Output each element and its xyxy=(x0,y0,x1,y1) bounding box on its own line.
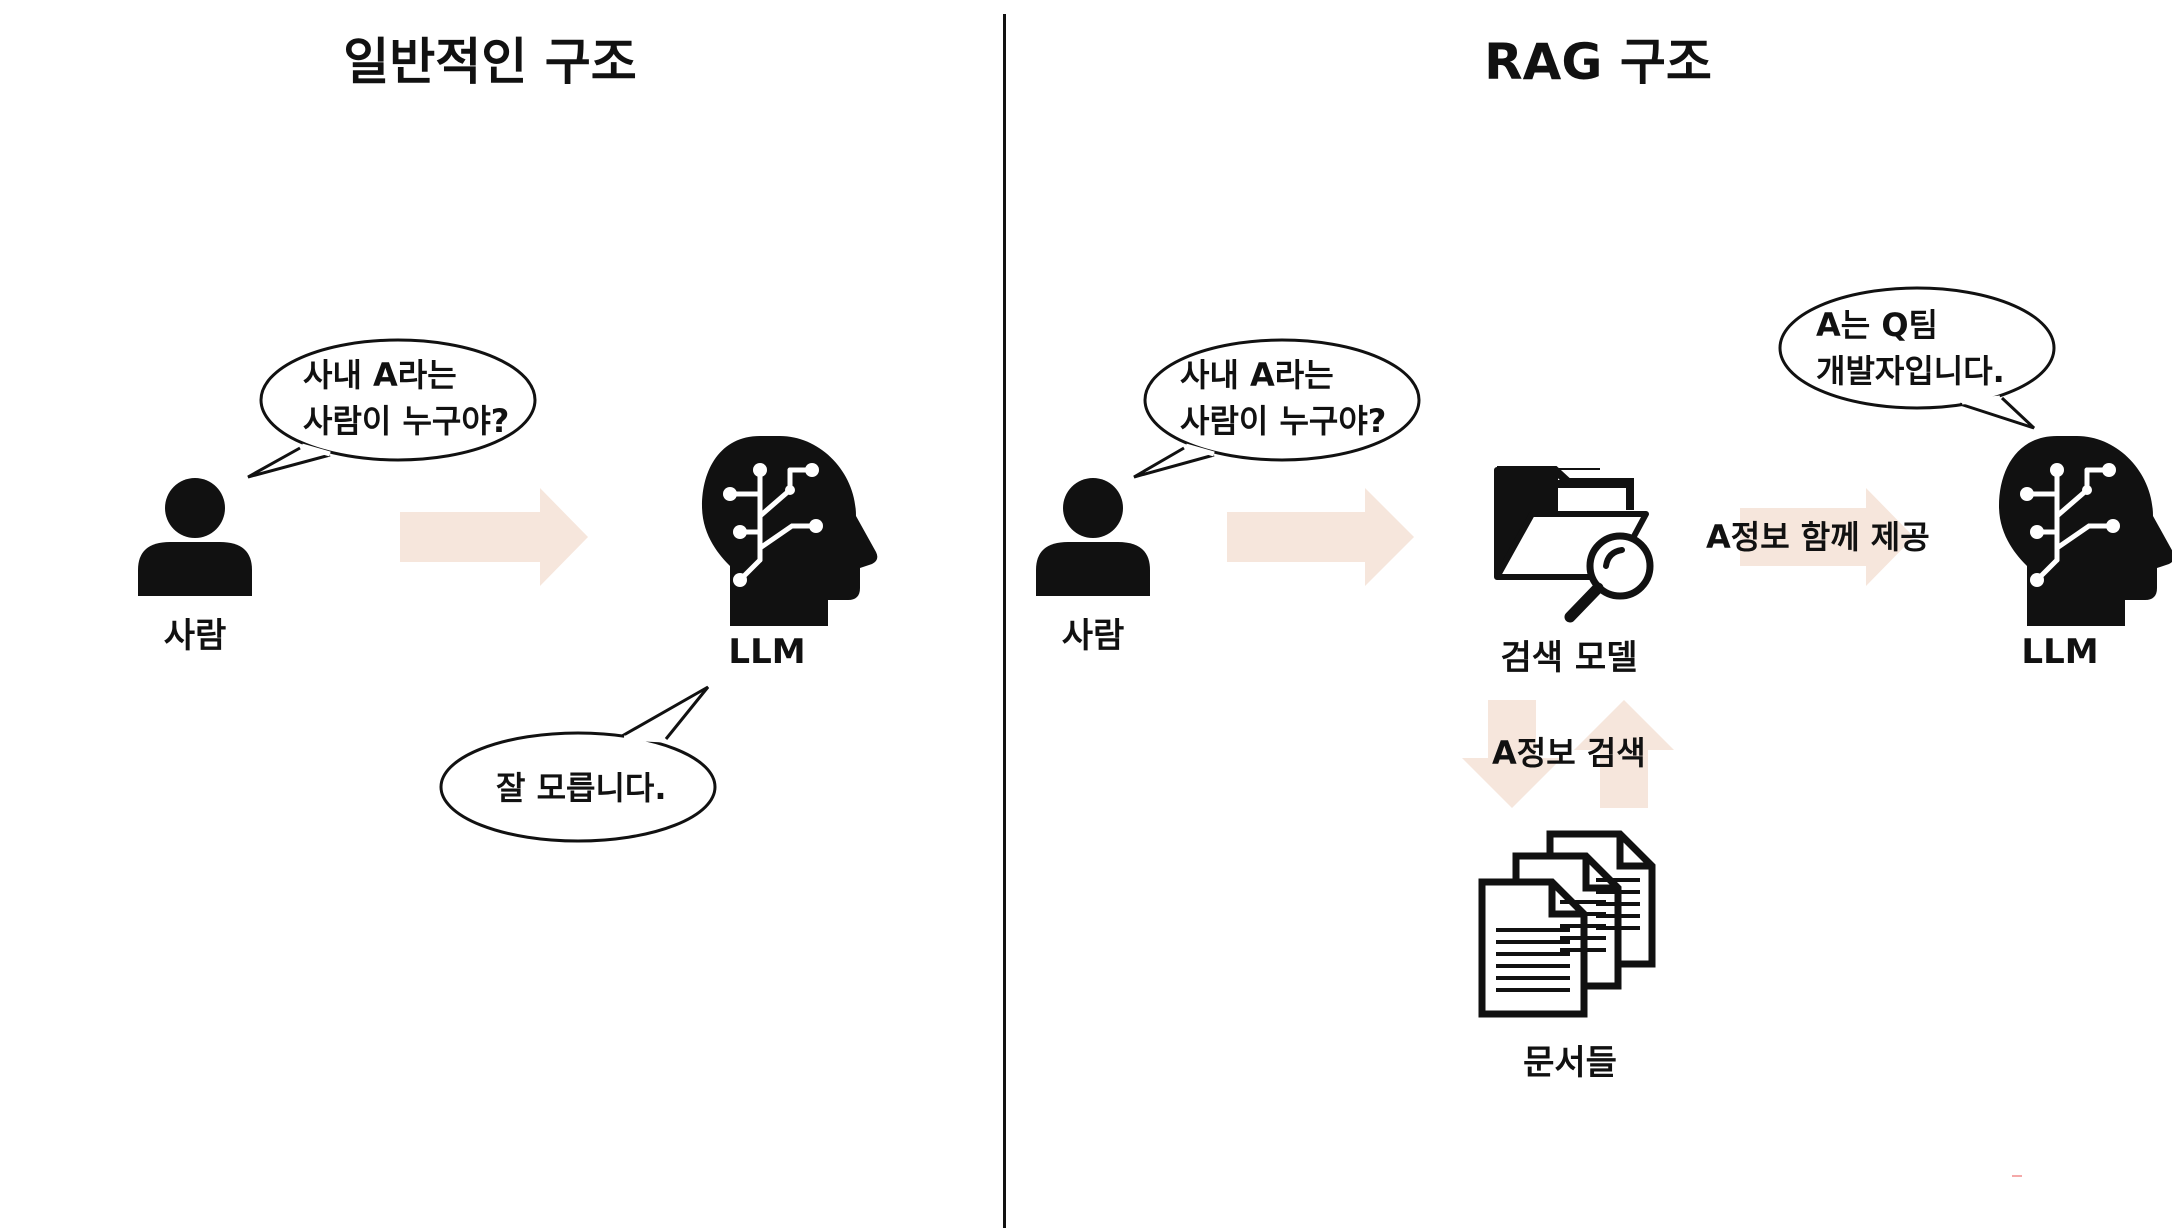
answer-line-2: 개발자입니다. xyxy=(1816,352,2005,390)
title-general: 일반적인 구조 xyxy=(343,33,637,91)
question-line-2: 사람이 누구야? xyxy=(1180,402,1387,440)
llm-head-icon xyxy=(1999,436,2172,626)
folder-search-icon xyxy=(1494,466,1654,623)
answer-line-1: A는 Q팀 xyxy=(1816,306,1938,344)
title-rag: RAG 구조 xyxy=(1484,33,1712,91)
person-icon xyxy=(1036,478,1150,596)
search-model-label: 검색 모델 xyxy=(1500,638,1638,678)
up-arrow xyxy=(1574,700,1674,808)
documents-label: 문서들 xyxy=(1523,1043,1617,1083)
speech-bubble-question xyxy=(247,338,537,479)
documents-lines xyxy=(1496,878,1640,992)
flow-arrow xyxy=(400,488,588,586)
person-label: 사람 xyxy=(1061,616,1125,656)
speech-bubble-answer xyxy=(1778,286,2056,430)
person-label: 사람 xyxy=(163,616,227,656)
answer-text: 잘 모릅니다. xyxy=(496,769,667,807)
llm-label: LLM xyxy=(728,632,806,672)
question-line-1: 사내 A라는 xyxy=(303,356,457,394)
speech-bubble-answer xyxy=(439,685,717,843)
section-divider xyxy=(1003,14,1006,1228)
question-line-2: 사람이 누구야? xyxy=(303,402,510,440)
person-icon xyxy=(138,478,252,596)
question-line-1: 사내 A라는 xyxy=(1180,356,1334,394)
llm-label: LLM xyxy=(2021,632,2099,672)
search-info-label: A정보 검색 xyxy=(1492,734,1646,772)
speech-bubble-question xyxy=(1133,338,1421,479)
provide-info-label: A정보 함께 제공 xyxy=(1706,518,1930,556)
llm-head-icon xyxy=(702,436,878,626)
down-arrow xyxy=(1462,700,1562,808)
flow-arrow xyxy=(1740,488,1914,586)
flow-arrow xyxy=(1227,488,1414,586)
